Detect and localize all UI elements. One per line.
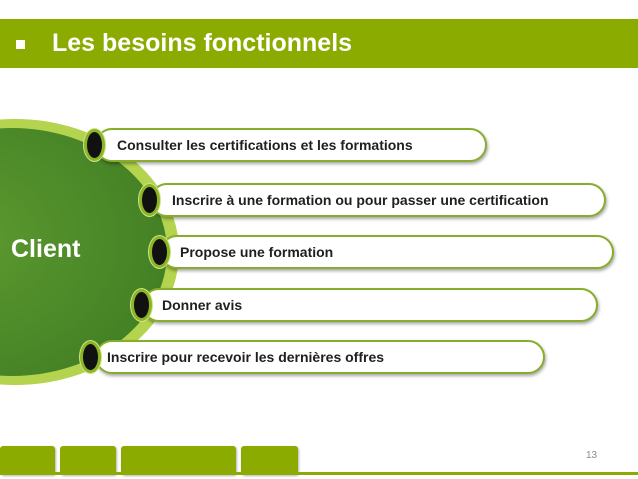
bullet-marker-icon (84, 129, 105, 161)
footer-line (0, 472, 638, 475)
bullet-marker-icon (80, 341, 101, 373)
bullet-marker-icon (149, 236, 170, 268)
function-item: Consulter les certifications et les form… (95, 128, 487, 162)
bullet-marker-icon (131, 289, 152, 321)
function-item: Propose une formation (160, 235, 614, 269)
function-item-label: Consulter les certifications et les form… (117, 137, 413, 153)
footer-tab (241, 446, 298, 475)
footer-tab (0, 446, 55, 475)
bullet-marker-icon (139, 184, 160, 216)
client-circle (0, 128, 167, 376)
function-item-label: Inscrire à une formation ou pour passer … (172, 192, 549, 208)
function-item-label: Inscrire pour recevoir les dernières off… (107, 349, 385, 365)
function-item: Inscrire à une formation ou pour passer … (150, 183, 606, 217)
slide-title: Les besoins fonctionnels (52, 29, 353, 57)
footer-tab (121, 446, 236, 475)
function-item: Inscrire pour recevoir les dernières off… (95, 340, 545, 374)
footer-tab (60, 446, 116, 475)
title-bar: Les besoins fonctionnels (0, 19, 638, 68)
square-bullet-icon (16, 40, 25, 49)
page-number: 13 (586, 450, 598, 461)
client-label: Client (11, 235, 81, 263)
function-item-label: Donner avis (162, 297, 243, 313)
function-item-label: Propose une formation (180, 244, 334, 260)
function-item: Donner avis (142, 288, 598, 322)
